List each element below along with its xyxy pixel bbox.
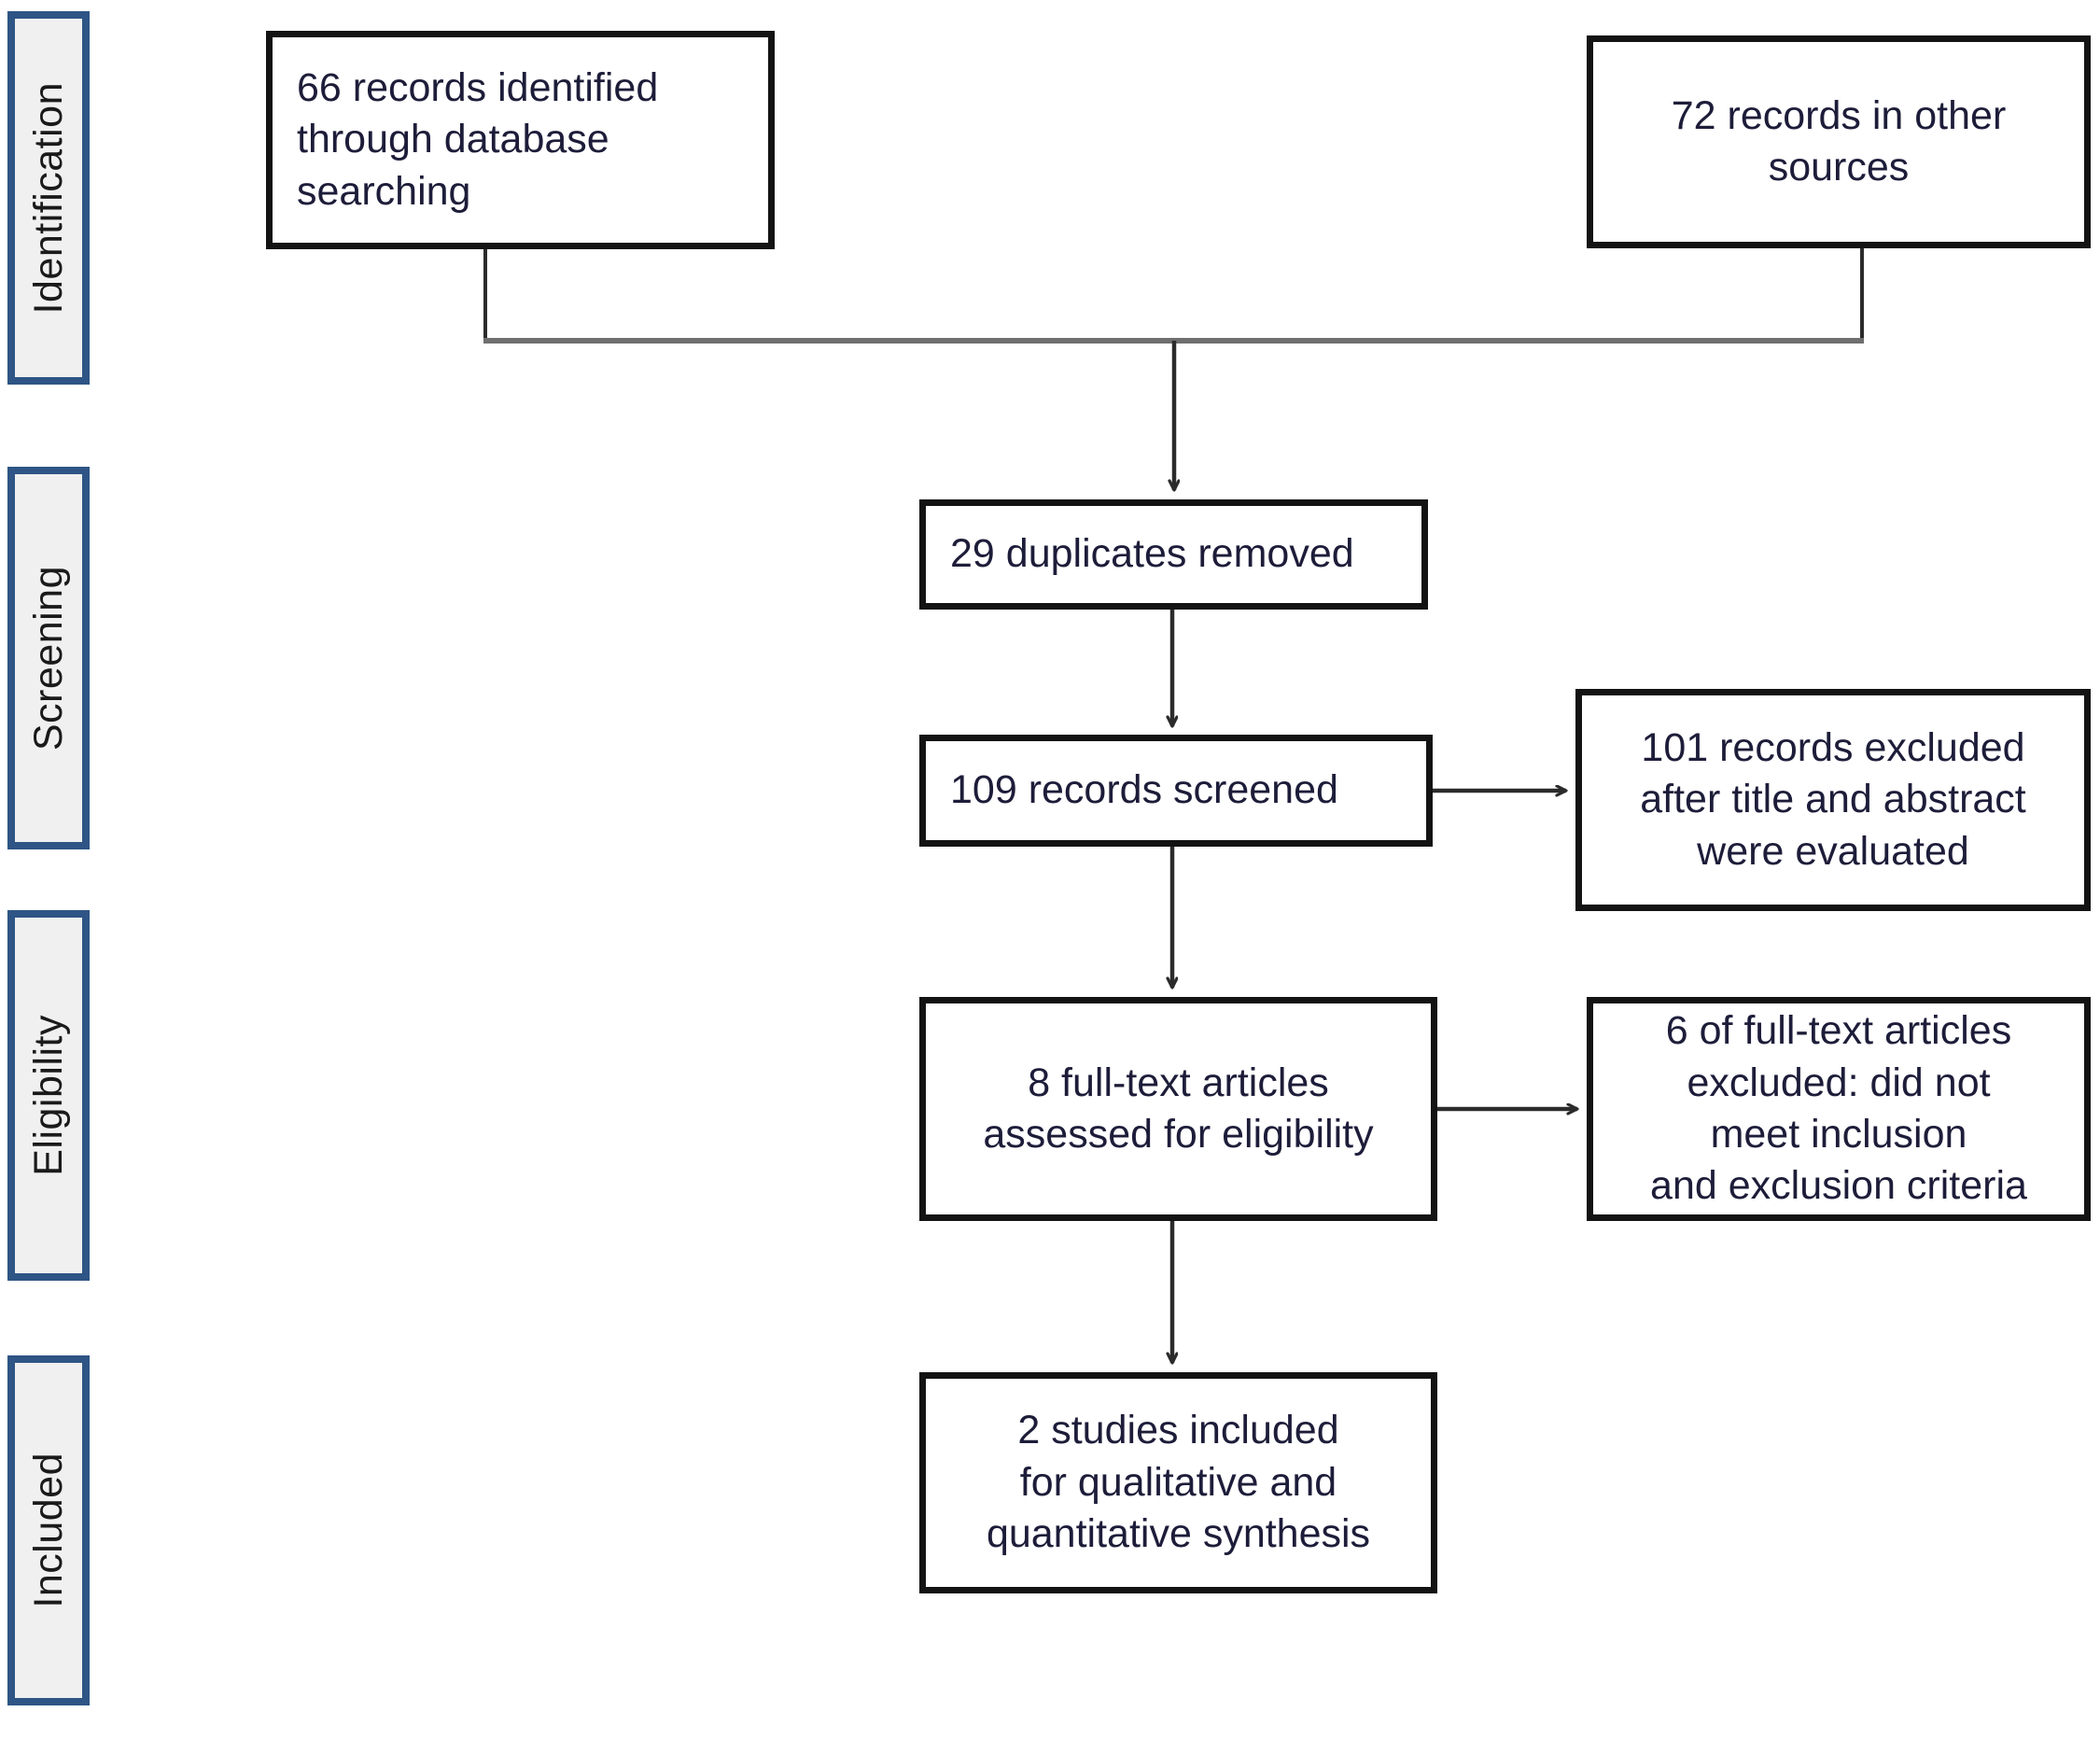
node-fulltext-assessed: 8 full-text articles assessed for eligib… bbox=[919, 997, 1437, 1221]
node-text-excluded-fulltext: 6 of full-text articles excluded: did no… bbox=[1650, 1008, 2027, 1209]
node-fulltext-excluded: 6 of full-text articles excluded: did no… bbox=[1587, 997, 2091, 1221]
node-text-included: 2 studies included for qualitative and q… bbox=[986, 1408, 1371, 1557]
node-text-duplicates: 29 duplicates removed bbox=[950, 531, 1354, 577]
node-text-fulltext: 8 full-text articles assessed for eligib… bbox=[983, 1059, 1374, 1157]
node-text-screened: 109 records screened bbox=[950, 767, 1338, 813]
node-text-other-sources: 72 records in other sources bbox=[1671, 92, 2007, 189]
stage-box-identification: Identification bbox=[7, 11, 90, 385]
node-studies-included: 2 studies included for qualitative and q… bbox=[919, 1372, 1437, 1593]
stage-box-eligibility: Eligibility bbox=[7, 910, 90, 1281]
node-records-other-sources: 72 records in other sources bbox=[1587, 35, 2091, 248]
node-duplicates-removed: 29 duplicates removed bbox=[919, 499, 1428, 610]
node-records-excluded-title-abstract: 101 records excluded after title and abs… bbox=[1575, 689, 2091, 911]
stage-box-included: Included bbox=[7, 1355, 90, 1705]
stage-label-eligibility: Eligibility bbox=[25, 1015, 71, 1176]
stage-label-included: Included bbox=[25, 1452, 71, 1608]
node-records-identified-database: 66 records identified through database s… bbox=[266, 31, 775, 249]
stage-label-identification: Identification bbox=[25, 81, 71, 315]
node-records-screened: 109 records screened bbox=[919, 735, 1433, 847]
stage-label-screening: Screening bbox=[25, 565, 71, 751]
node-text-excluded-title: 101 records excluded after title and abs… bbox=[1640, 724, 2026, 874]
stage-box-screening: Screening bbox=[7, 467, 90, 849]
node-text-db-search: 66 records identified through database s… bbox=[297, 64, 659, 214]
